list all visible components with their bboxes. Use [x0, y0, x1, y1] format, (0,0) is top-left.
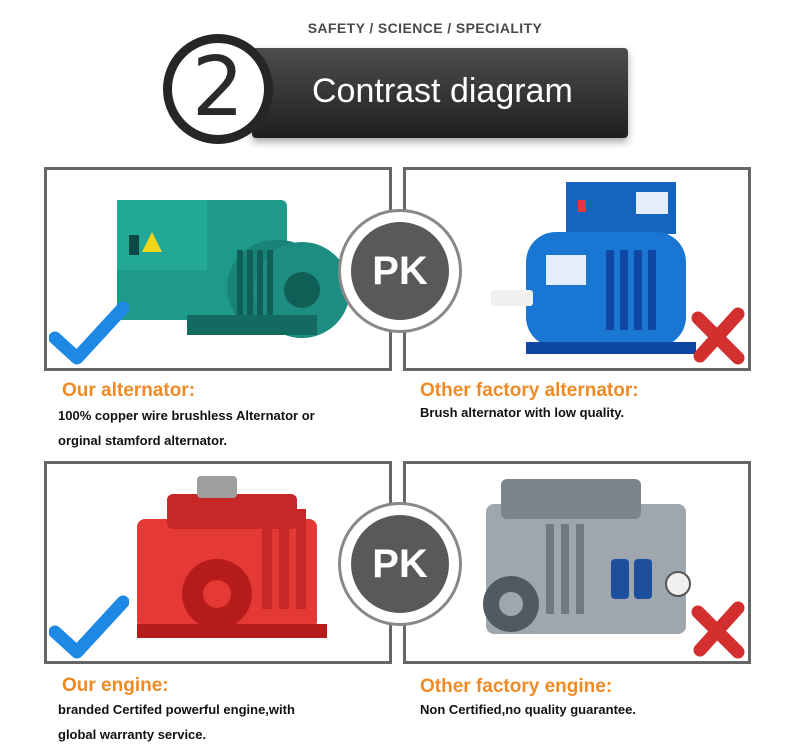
our-alternator-panel — [44, 167, 392, 371]
other-engine-heading: Other factory engine: — [420, 676, 613, 697]
silver-engine-image — [483, 479, 691, 634]
cross-icon — [691, 307, 745, 365]
other-alternator-heading: Other factory alternator: — [420, 380, 639, 401]
checkmark-icon — [49, 301, 129, 365]
red-engine-image — [137, 476, 327, 638]
checkmark-icon — [49, 595, 129, 659]
description-line: 100% copper wire brushless Alternator or — [58, 408, 315, 423]
title-banner — [252, 48, 628, 138]
our-engine-panel — [44, 461, 392, 664]
pk-label: PK — [351, 515, 449, 613]
tagline: SAFETY / SCIENCE / SPECIALITY — [307, 20, 543, 36]
our-alternator-description: 100% copper wire brushless Alternator or… — [58, 403, 315, 453]
description-line: global warranty service. — [58, 727, 207, 742]
pk-badge-alternator: PK — [338, 209, 462, 333]
our-engine-description: branded Certifed powerful engine,with gl… — [58, 697, 295, 747]
green-alternator-image — [117, 200, 350, 338]
description-line: orginal stamford alternator. — [58, 433, 228, 448]
description-line: Brush alternator with low quality. — [420, 405, 625, 420]
pk-label: PK — [351, 222, 449, 320]
section-number-badge: 2 — [163, 34, 273, 144]
our-engine-heading: Our engine: — [62, 675, 169, 696]
other-alternator-description: Brush alternator with low quality. — [420, 400, 624, 425]
description-line: branded Certifed powerful engine,with — [58, 702, 295, 717]
description-line: Non Certified,no quality guarantee. — [420, 702, 636, 717]
our-alternator-heading: Our alternator: — [62, 380, 196, 401]
section-number: 2 — [191, 40, 245, 135]
cross-icon — [691, 601, 745, 659]
pk-badge-engine: PK — [338, 502, 462, 626]
page-title: Contrast diagram — [312, 72, 573, 110]
blue-alternator-image — [491, 182, 696, 354]
other-engine-description: Non Certified,no quality guarantee. — [420, 697, 636, 722]
